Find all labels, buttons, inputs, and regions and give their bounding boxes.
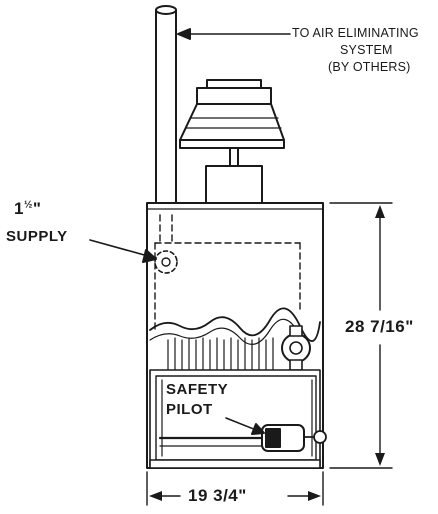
supply-tapping xyxy=(154,250,178,274)
air-eliminating-label-line2: SYSTEM xyxy=(340,43,393,57)
draft-hood xyxy=(179,79,285,207)
pilot-leader-arrow xyxy=(225,417,265,435)
boiler-base xyxy=(149,459,321,469)
safety-pilot-label-line1: SAFETY xyxy=(166,381,229,398)
air-vent-pipe xyxy=(155,5,177,206)
height-dimension xyxy=(329,202,393,469)
air-vent-leader-arrow xyxy=(177,28,291,40)
supply-size-whole: 1 xyxy=(14,199,24,218)
air-eliminating-label-line3: (BY OTHERS) xyxy=(328,60,411,74)
safety-pilot-label-line2: PILOT xyxy=(166,401,213,418)
return-fitting xyxy=(281,325,311,371)
height-dimension-label: 28 7/16" xyxy=(345,317,414,336)
width-dimension-label: 19 3/4" xyxy=(188,486,247,505)
gas-valve xyxy=(158,424,327,452)
supply-leader-arrow xyxy=(89,239,157,263)
air-eliminating-label-line1: TO AIR ELIMINATING xyxy=(292,26,419,40)
supply-size-mark: " xyxy=(32,199,42,218)
width-dimension xyxy=(146,471,324,506)
supply-label: SUPPLY xyxy=(6,228,68,245)
supply-size-fraction: ½ xyxy=(23,199,33,211)
supply-size-label: 1½" xyxy=(14,200,41,218)
